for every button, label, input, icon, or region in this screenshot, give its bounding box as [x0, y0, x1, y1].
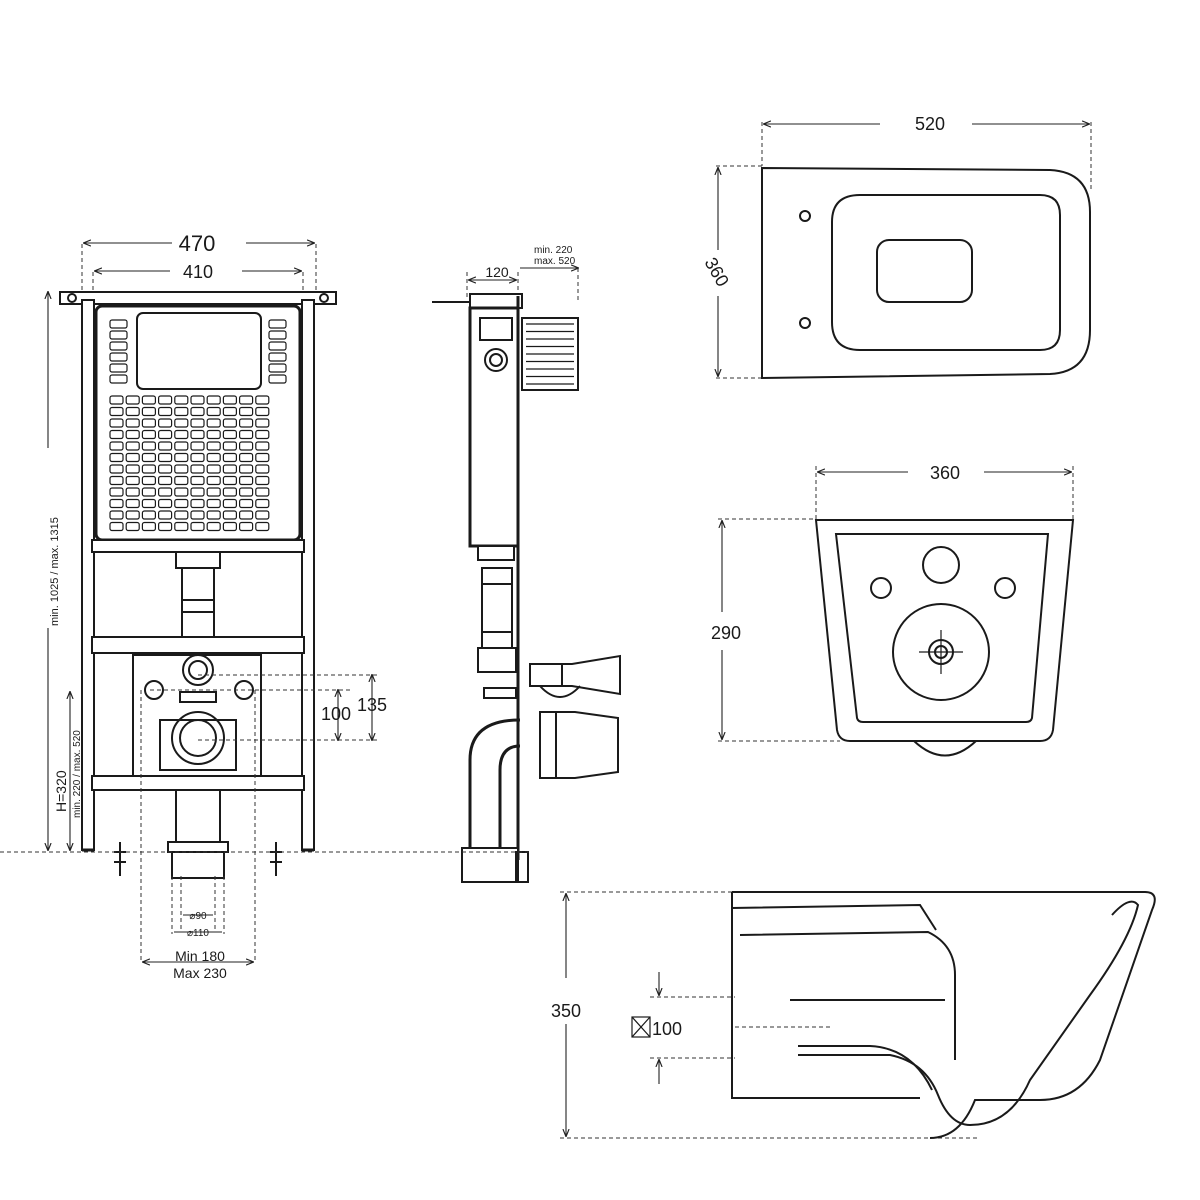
dim-outlet: 100: [631, 972, 830, 1084]
dim-410: 410: [92, 262, 304, 300]
dim-120-label: 120: [485, 264, 509, 280]
right-post: [301, 299, 315, 851]
dim-135-label: 135: [357, 695, 387, 715]
bottom-rail: [91, 775, 305, 791]
side-cistern: [468, 306, 520, 548]
wall-max-label: max. 520: [534, 256, 576, 267]
wall-min-label: min. 220: [534, 245, 573, 256]
spacing-min-label: Min 180: [175, 948, 225, 964]
dim-520: 520: [761, 114, 1092, 190]
dim-h-range-label: min. 220 / max. 520: [72, 730, 83, 818]
outlet-circle: [892, 603, 990, 701]
toilet-front-outline: [814, 519, 1075, 742]
cistern-base: [91, 539, 305, 553]
dim-diameters: ⌀90 ⌀110: [171, 876, 225, 939]
cistern-window: [136, 312, 262, 390]
bowl-rim: [831, 194, 1061, 351]
bowl-opening: [876, 239, 973, 303]
mounting-plate: [132, 654, 262, 778]
dim-290-label: 290: [711, 623, 741, 643]
dim-120: 120: [466, 264, 519, 298]
dim-height-range-label: min. 1025 / max. 1315: [49, 517, 61, 626]
dim-h320-label: H=320: [53, 770, 69, 812]
toilet-top-view: 520 360: [701, 114, 1092, 380]
middle-rail: [91, 636, 305, 654]
toilet-side-view: 350 100: [551, 891, 1156, 1139]
toilet-top-outline: [761, 166, 1091, 380]
cistern-grid: [109, 319, 287, 532]
dim-h320: H=320 min. 220 / max. 520: [53, 692, 83, 850]
dim-outlet-label: 100: [652, 1019, 682, 1039]
dim-360-front-label: 360: [930, 463, 960, 483]
dim-360-top-label: 360: [701, 254, 733, 290]
dim-350-label: 350: [551, 1001, 581, 1021]
dim-wall-range: min. 220 max. 520: [520, 245, 578, 300]
drain-pipe: [175, 789, 221, 843]
dia-90-label: ⌀90: [189, 911, 207, 922]
dim-520-label: 520: [915, 114, 945, 134]
toilet-side-outline: [731, 891, 1156, 1139]
left-post: [81, 299, 95, 851]
dim-470: 470: [81, 231, 317, 300]
side-bellows: [521, 317, 579, 391]
dim-100-135: 100 135: [150, 675, 387, 740]
dim-410-label: 410: [183, 262, 213, 282]
dim-height-range: min. 1025 / max. 1315: [48, 292, 61, 850]
dim-100-label: 100: [321, 704, 351, 724]
frame-front-view: 470 410: [0, 231, 470, 981]
dim-360-front: 360: [815, 463, 1074, 520]
spacing-max-label: Max 230: [173, 965, 227, 981]
dim-bolt-spacing: Min 180 Max 230: [140, 690, 256, 981]
dim-290: 290: [711, 518, 840, 742]
dim-350: 350: [551, 891, 980, 1139]
dim-470-label: 470: [179, 231, 216, 256]
dia-110-label: ⌀110: [187, 928, 209, 939]
top-rail: [59, 291, 337, 305]
dim-360-top: 360: [701, 165, 762, 379]
top-bolt-hole: [922, 546, 960, 584]
frame-side-view: 120 min. 220 max. 520: [420, 245, 621, 883]
toilet-front-view: 360 290: [711, 463, 1075, 757]
